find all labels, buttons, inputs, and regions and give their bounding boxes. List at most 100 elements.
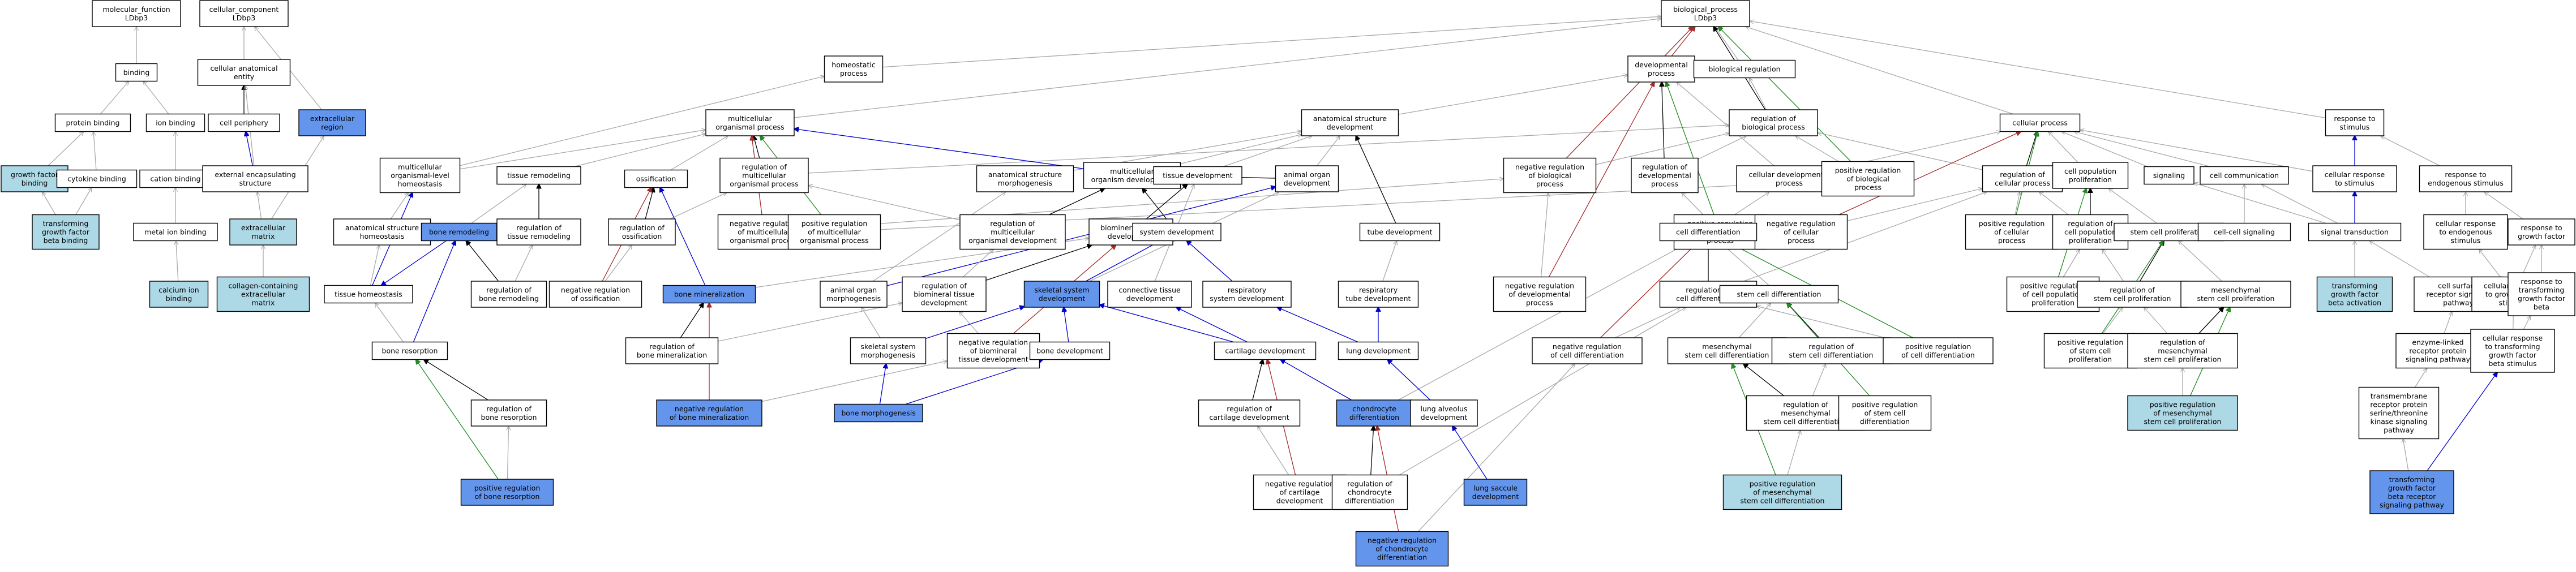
go-term-box [834, 403, 923, 423]
go-term-label: organismal development [968, 236, 1057, 245]
go-term-box [2127, 333, 2238, 369]
relation-edge [1180, 135, 1302, 164]
relation-edge-negatively-regulates [1100, 305, 1234, 343]
go-term-label: of cellular [1994, 228, 2030, 236]
go-term-label: metal ion binding [144, 228, 207, 236]
relation-edge [1600, 241, 1699, 338]
go-term-box [1493, 276, 1587, 312]
go-term-label: cellular developmental [1748, 170, 1829, 179]
relation-edge [2063, 250, 2080, 277]
go-term-label: tissue remodeling [507, 171, 571, 180]
go-term-label: negative regulation [1505, 282, 1574, 290]
relation-edge [2369, 241, 2430, 278]
go-term-label: transmembrane [2371, 392, 2428, 401]
go-term-box [2395, 333, 2480, 369]
relation-edge-is-a [1180, 135, 1302, 164]
go-term-label: stem cell proliferation [2144, 418, 2222, 426]
go-term-box [149, 281, 209, 308]
go-term-label: of multicellular [808, 228, 861, 236]
relation-edge [794, 129, 1084, 169]
go-term-box [1659, 222, 1758, 242]
go-term-node: cell communication [2200, 166, 2289, 185]
go-term-box [115, 63, 158, 82]
relation-edge-is-a [1795, 136, 1839, 162]
relation-edge-is-a [1223, 136, 1313, 167]
go-term-label: bone remodeling [429, 228, 489, 236]
relation-edge [471, 184, 526, 224]
go-term-label: beta binding [44, 236, 88, 245]
go-term-label: development [921, 299, 968, 307]
relation-edge [2074, 132, 2210, 167]
graph-edges [42, 16, 2541, 532]
go-term-label: positive regulation [1979, 220, 2045, 228]
go-term-box [229, 218, 297, 246]
relation-edge-is-a [1317, 136, 1340, 166]
relation-edge [808, 125, 1729, 174]
relation-edge [1146, 184, 1188, 220]
go-term-label: negative regulation [1265, 480, 1334, 488]
relation-edge [670, 136, 728, 171]
go-term-label: of cellular [1784, 228, 1819, 236]
relation-edge-part-of [424, 360, 488, 401]
relation-edge [985, 245, 1092, 281]
go-term-box [2144, 166, 2194, 185]
relation-edge-is-a [2484, 192, 2523, 220]
relation-edge [680, 303, 704, 338]
go-term-box [298, 109, 366, 136]
go-term-node: ion binding [145, 113, 205, 132]
go-term-label: stem cell differentiation [1737, 290, 1821, 299]
go-term-label: of chondrocyte [1375, 545, 1429, 553]
relation-edge-is-a [1757, 306, 1885, 338]
relation-edge-part-of [1049, 188, 1104, 216]
go-term-label: skeletal system [860, 342, 915, 351]
relation-edge-part-of [1146, 184, 1188, 220]
relation-edge [2039, 192, 2069, 216]
relation-edge-is-a [1540, 193, 1549, 277]
relation-edge [507, 426, 508, 480]
go-term-label: respiratory [1359, 286, 1398, 294]
go-term-label: regulation of [486, 286, 532, 294]
relation-edge [1548, 82, 1654, 277]
go-term-box [2369, 470, 2454, 514]
go-term-label: binding [123, 68, 150, 77]
go-term-label: enzyme-linked [2412, 338, 2463, 347]
go-term-label: regulation of [921, 282, 967, 290]
go-term-box [1883, 337, 1994, 364]
relation-edge-is-a [1677, 82, 1775, 166]
go-term-label: positive regulation [474, 484, 541, 492]
go-term-box [2508, 272, 2575, 316]
go-term-box [1999, 113, 2081, 132]
go-term-box [1627, 55, 1695, 83]
relation-edge-is-a [2108, 188, 2157, 224]
go-term-box [624, 169, 688, 188]
go-term-box [946, 333, 1040, 369]
relation-edge [1566, 27, 1693, 158]
go-term-box [92, 0, 181, 27]
relation-edge-part-of [2140, 241, 2164, 282]
relation-edge-negatively-regulates [794, 129, 1084, 169]
relation-edge-is-a [872, 192, 1006, 282]
go-term-box [1693, 59, 1796, 79]
go-term-box [1771, 337, 1891, 364]
relation-edge [1100, 305, 1234, 343]
go-term-box [608, 218, 676, 246]
go-term-label: proliferation [2031, 299, 2074, 307]
relation-edge-is-a [143, 81, 169, 114]
relation-edge-negatively-regulates [1280, 360, 1352, 401]
go-term-label: anatomical structure [988, 170, 1062, 179]
relation-edge-is-a [1818, 133, 1983, 170]
go-term-label: regulation of [1751, 114, 1796, 123]
go-term-label: negative regulation [1515, 163, 1584, 171]
go-term-label: cellular response [2483, 334, 2543, 342]
